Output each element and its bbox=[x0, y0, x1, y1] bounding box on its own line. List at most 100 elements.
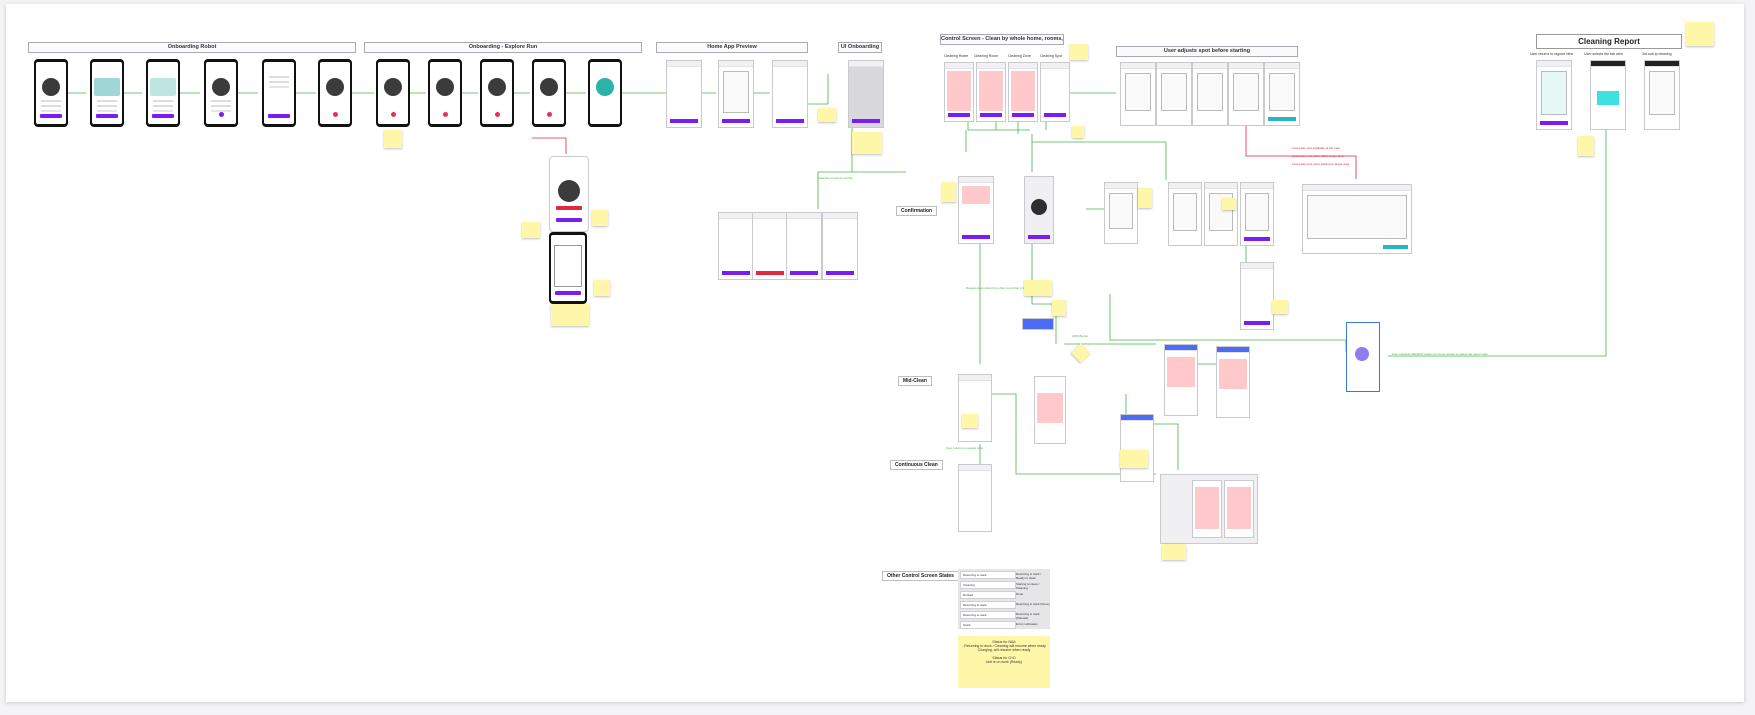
sticky-note bbox=[1072, 126, 1084, 138]
home-preview-2[interactable] bbox=[718, 60, 754, 128]
home-preview-3[interactable] bbox=[772, 60, 808, 128]
explore-phone-2[interactable] bbox=[428, 59, 462, 127]
title-cleaning-room: Cleaning Room bbox=[974, 54, 999, 58]
ui-onboarding-step-4[interactable] bbox=[822, 212, 858, 280]
sticky-note bbox=[1138, 188, 1152, 208]
title-cleaning-spot: Cleaning Spot bbox=[1040, 54, 1062, 58]
report-screen-1[interactable] bbox=[1536, 60, 1572, 130]
state-chip[interactable]: Cleaning bbox=[960, 581, 1016, 589]
state-chip[interactable]: Returning to dock bbox=[960, 611, 1016, 619]
sticky-note bbox=[942, 182, 956, 202]
status-note-line: Unit is on work (Ready) bbox=[985, 659, 1023, 664]
confirmation-map-3[interactable] bbox=[1204, 182, 1238, 246]
sticky-note bbox=[1070, 44, 1088, 60]
title-report-c: 3rd sub-ip cleaning bbox=[1642, 52, 1672, 56]
state-desc: Starting to clean / Cleaning bbox=[1016, 582, 1040, 590]
title-report-b: User selects the tab view bbox=[1584, 52, 1623, 56]
report-screen-2[interactable] bbox=[1590, 60, 1626, 130]
confirmation-wide-map[interactable] bbox=[1302, 184, 1412, 254]
explore-phone-5[interactable] bbox=[588, 59, 622, 127]
whiteboard-canvas[interactable]: Onboarding Robot Onboarding - Explore Ru… bbox=[6, 4, 1744, 702]
sticky-note bbox=[1120, 450, 1148, 468]
row-label-mid-clean: Mid-Clean bbox=[898, 376, 932, 386]
status-note-line: Status for G+D bbox=[992, 655, 1016, 660]
sticky-note bbox=[1578, 136, 1594, 156]
confirmation-screen[interactable] bbox=[958, 176, 994, 244]
state-desc: Error notification bbox=[1016, 622, 1038, 626]
status-note-line: Charging, will resume when ready bbox=[977, 648, 1031, 653]
adjust-spot-4[interactable] bbox=[1228, 62, 1264, 126]
state-chip[interactable]: Stuck bbox=[960, 621, 1016, 629]
onboarding-phone-1[interactable] bbox=[34, 59, 68, 127]
confirmation-map-4[interactable] bbox=[1240, 182, 1274, 246]
sticky-note bbox=[384, 130, 402, 148]
flow-label-red-3: Look pass next robot starting to target … bbox=[1292, 162, 1350, 166]
section-onboarding-robot: Onboarding Robot bbox=[28, 42, 356, 53]
adjust-spot-5[interactable] bbox=[1264, 62, 1300, 126]
control-home-screen[interactable] bbox=[944, 62, 974, 122]
state-chip[interactable]: Returning to dock bbox=[960, 571, 1016, 579]
mid-clean-map-2[interactable] bbox=[1216, 346, 1250, 418]
flow-label-mid-run: Repeat clean when they click more than 1… bbox=[966, 286, 1029, 290]
sticky-note bbox=[522, 222, 540, 238]
adjust-spot-2[interactable] bbox=[1156, 62, 1192, 126]
sticky-note bbox=[1686, 22, 1714, 46]
onboarding-phone-4[interactable] bbox=[204, 59, 238, 127]
state-chip[interactable]: Docked bbox=[960, 591, 1016, 599]
sticky-note bbox=[551, 304, 589, 326]
mid-clean-screen[interactable] bbox=[958, 374, 992, 442]
adjust-spot-3[interactable] bbox=[1192, 62, 1228, 126]
sticky-note bbox=[962, 414, 978, 428]
section-home-app-preview: Home App Preview bbox=[656, 42, 808, 53]
flow-label-red-2: Look pass next robot within range area bbox=[1292, 154, 1344, 158]
mid-clean-pink-screen[interactable] bbox=[1034, 376, 1066, 444]
ui-onboarding-step-2[interactable] bbox=[752, 212, 788, 280]
control-spot-screen[interactable] bbox=[1040, 62, 1070, 122]
mid-clean-map-1[interactable] bbox=[1164, 344, 1198, 416]
mid-clean-banner-1[interactable] bbox=[1022, 318, 1054, 330]
zone-edit-screen[interactable] bbox=[1240, 262, 1274, 330]
control-room-screen[interactable] bbox=[976, 62, 1006, 122]
flow-label-red-1: Look pass spot available at the map bbox=[1292, 146, 1340, 150]
sticky-note bbox=[1162, 544, 1186, 560]
explore-detail-phone[interactable] bbox=[549, 156, 589, 232]
confirmation-robot-screen[interactable] bbox=[1024, 176, 1054, 244]
onboarding-phone-2[interactable] bbox=[90, 59, 124, 127]
ui-onboarding-step-1[interactable] bbox=[718, 212, 754, 280]
adjust-spot-1[interactable] bbox=[1120, 62, 1156, 126]
sticky-note bbox=[852, 132, 882, 154]
explore-phone-3[interactable] bbox=[480, 59, 514, 127]
explore-map-phone[interactable] bbox=[549, 232, 587, 304]
report-screen-3[interactable] bbox=[1644, 60, 1680, 130]
report-entry-screen[interactable] bbox=[1346, 322, 1380, 392]
sticky-note bbox=[1222, 198, 1236, 210]
flow-label-progress: Cleaning progress overlay bbox=[818, 176, 853, 180]
sticky-note bbox=[1272, 300, 1288, 314]
confirmation-map-1[interactable] bbox=[1104, 182, 1138, 244]
onboarding-phone-5[interactable] bbox=[262, 59, 296, 127]
continuous-clean-pink-1[interactable] bbox=[1192, 480, 1222, 538]
state-desc: Done bbox=[1016, 592, 1024, 596]
onboarding-phone-6[interactable] bbox=[318, 59, 352, 127]
continuous-clean-screen[interactable] bbox=[958, 464, 992, 532]
ui-onboarding-step-3[interactable] bbox=[786, 212, 822, 280]
section-ui-onboarding: UI Onboarding bbox=[838, 42, 882, 53]
control-zone-screen[interactable] bbox=[1008, 62, 1038, 122]
sticky-note bbox=[1052, 300, 1066, 316]
confirmation-map-2[interactable] bbox=[1168, 182, 1202, 246]
onboarding-phone-3[interactable] bbox=[146, 59, 180, 127]
sticky-note bbox=[1024, 280, 1052, 296]
state-chip[interactable]: Returning to dock bbox=[960, 601, 1016, 609]
home-preview-1[interactable] bbox=[666, 60, 702, 128]
explore-phone-1[interactable] bbox=[376, 59, 410, 127]
section-user-adjusts: User adjusts spot before starting bbox=[1116, 46, 1298, 57]
flow-label-user-returns: User returns to regular view bbox=[946, 446, 983, 450]
ui-onboarding-screen[interactable] bbox=[848, 60, 884, 128]
mid-clean-status[interactable] bbox=[1120, 414, 1154, 482]
section-onboarding-explore-run: Onboarding - Explore Run bbox=[364, 42, 642, 53]
continuous-clean-pink-2[interactable] bbox=[1224, 480, 1254, 538]
other-states-panel: Returning to dock Returning to dock / Re… bbox=[958, 569, 1050, 629]
title-cleaning-zone: Cleaning Zone bbox=[1008, 54, 1031, 58]
explore-phone-4[interactable] bbox=[532, 59, 566, 127]
section-cleaning-report: Cleaning Report bbox=[1536, 34, 1682, 49]
